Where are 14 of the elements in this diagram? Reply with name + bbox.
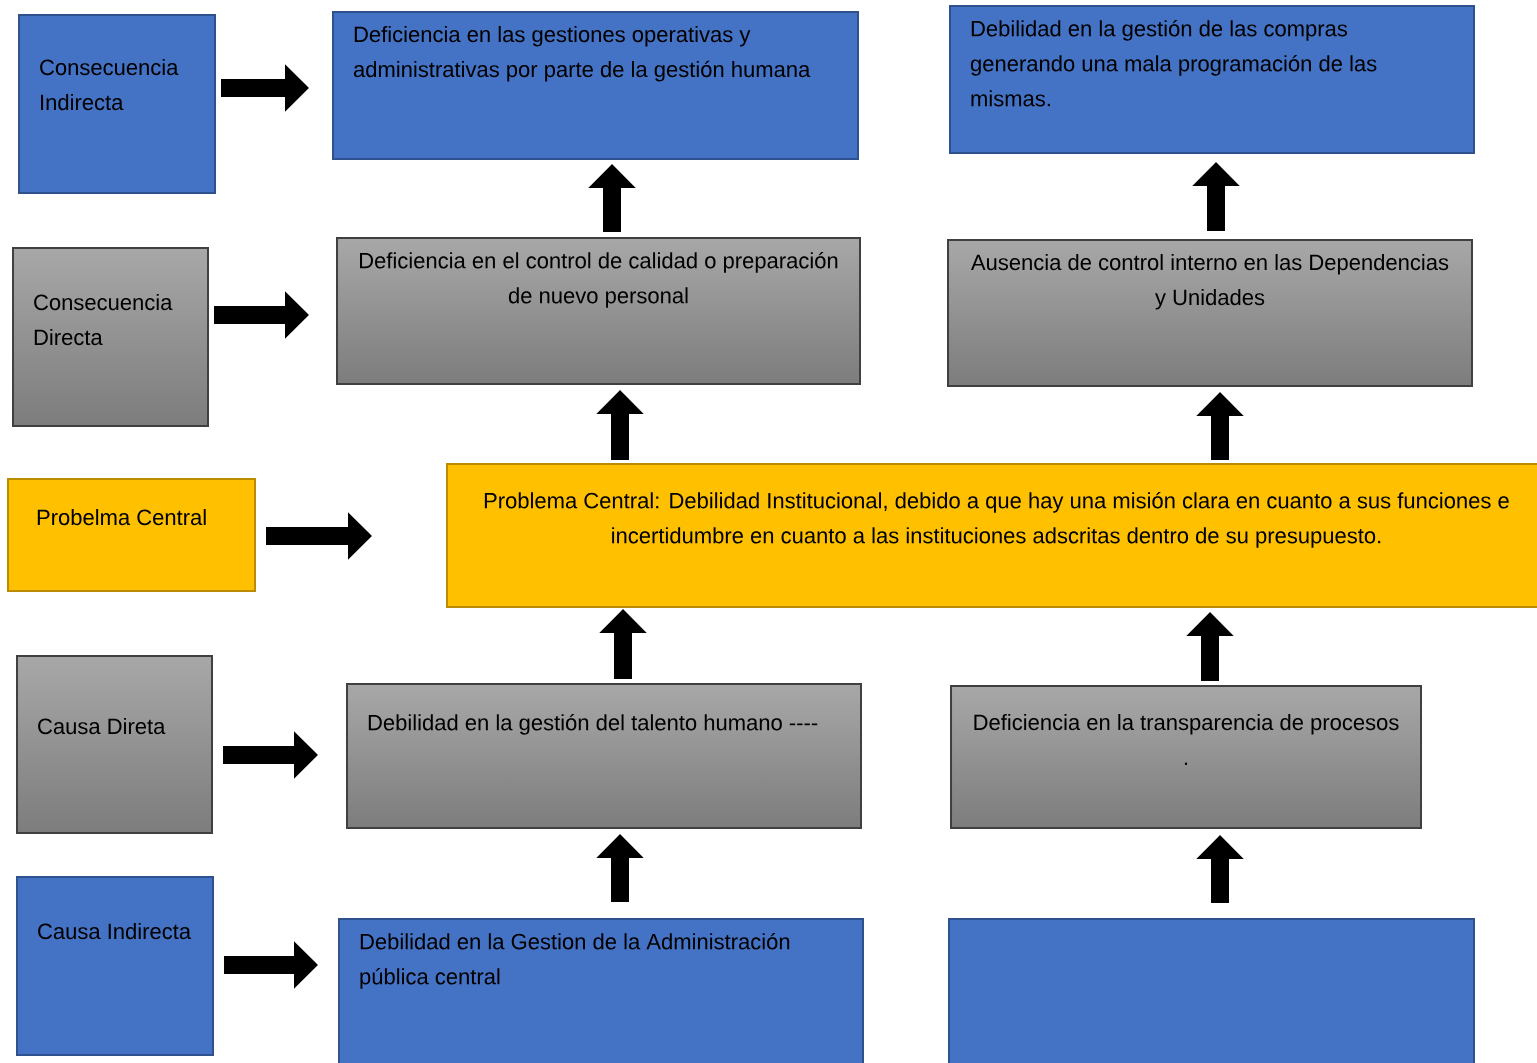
process-box: Consecuencia Directa [12, 247, 209, 427]
process-box: Deficiencia en las gestiones operativas y administrativas por parte de la gestión humana [332, 11, 859, 160]
process-box: Debilidad en la Gestion de la Administración pública central [338, 918, 864, 1063]
empty-box [948, 918, 1475, 1063]
process-box: Deficiencia en el control de calidad o preparación de nuevo personal [336, 237, 861, 385]
problem-box: Problema Central: Debilidad Institucional, debido a que hay una misión clara en cuanto a sus funciones e incertidumbre en cuanto a las instituciones adscritas dentro de su presupuesto. [446, 463, 1537, 608]
process-box: Causa Direta [16, 655, 213, 834]
problem-box: Probelma Central [7, 478, 256, 592]
process-box: Debilidad en la gestión de las compras generando una mala programación de las mismas. [949, 5, 1475, 154]
process-box: Deficiencia en la transparencia de procesos . [950, 685, 1422, 829]
process-box: Consecuencia Indirecta [18, 14, 216, 194]
process-box: Causa Indirecta [16, 876, 214, 1056]
process-box: Debilidad en la gestión del talento humano ---- [346, 683, 862, 829]
process-box: Ausencia de control interno en las Dependencias y Unidades [947, 239, 1473, 387]
